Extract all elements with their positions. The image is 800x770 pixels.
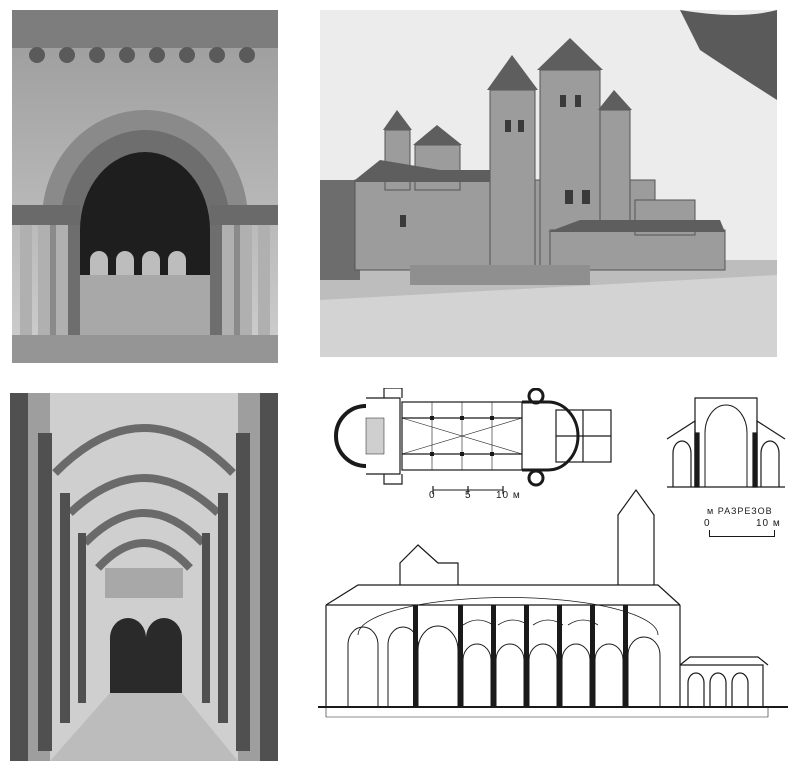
section-scale-caption: м РАЗРЕЗОВ [707, 506, 773, 516]
section-scale-bar [709, 530, 775, 537]
abbey-exterior-photo [320, 10, 777, 357]
portal-photo [12, 10, 278, 363]
plan-scale-zero: 0 [429, 490, 436, 501]
longitudinal-section-drawing [318, 485, 788, 720]
plan-scale-end: 10 м [496, 490, 521, 501]
nave-interior-photo [10, 393, 278, 761]
plan-scale-mid: 5 [465, 490, 472, 501]
floor-plan-drawing [318, 388, 618, 500]
cross-section-drawing [665, 393, 787, 488]
section-scale-end: 10 м [756, 518, 781, 529]
section-scale-zero: 0 [704, 518, 711, 529]
